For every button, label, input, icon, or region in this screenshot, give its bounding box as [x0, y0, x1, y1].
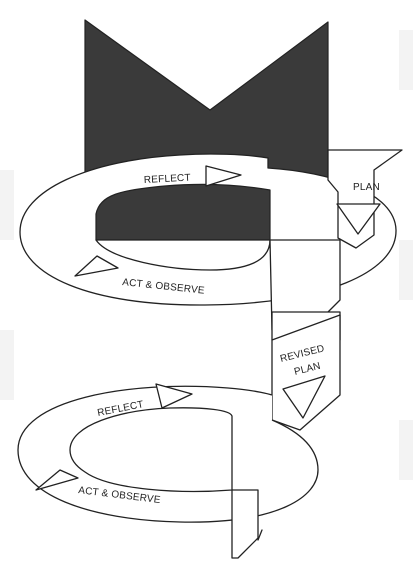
plan-label: PLAN — [353, 182, 380, 193]
revised-plan-arrow-triangle — [282, 375, 326, 419]
top-dark-shape — [84, 19, 329, 179]
act-observe-1-arrow-triangle — [74, 255, 119, 277]
bottom-post-edge — [257, 529, 263, 541]
bottom-post — [231, 489, 259, 559]
plan-band-1 — [327, 149, 403, 249]
reflect-1-arrow-triangle — [205, 165, 242, 187]
plan-arrow-triangle — [336, 203, 381, 235]
cycle-1-inner-hole — [95, 239, 271, 271]
act-observe-2-arrow-triangle — [35, 469, 79, 491]
cycle-2-inner-hole — [69, 407, 233, 493]
background-watermark — [0, 30, 413, 480]
reflect-1-label: REFLECT — [144, 173, 191, 186]
cycle-1-inner-dark — [95, 183, 271, 241]
reflect-2-arrow-triangle — [155, 383, 193, 409]
